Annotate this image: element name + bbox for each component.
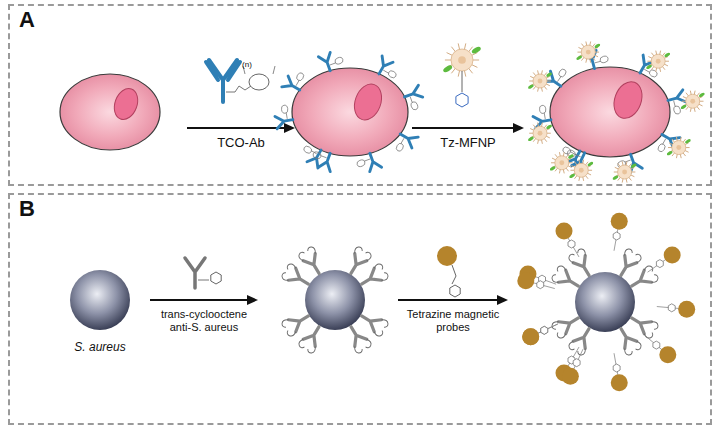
- tetrazine-ring: [568, 240, 575, 248]
- arrow-label: S. aureus: [55, 340, 145, 354]
- cell: [550, 67, 670, 157]
- figure: [60, 42, 705, 392]
- magnetic-probe: [556, 222, 573, 239]
- bacterium: [575, 272, 635, 332]
- magnetic-probe: [611, 213, 628, 230]
- antibody: [627, 311, 659, 340]
- antibody: [273, 104, 294, 129]
- tetrazine-ring: [541, 326, 548, 334]
- nucleus: [609, 78, 647, 123]
- tetrazine-ring: [456, 93, 468, 107]
- antibody: [627, 265, 659, 294]
- antibody: [344, 322, 373, 354]
- nanoparticle: [527, 123, 552, 144]
- nanoparticle: [680, 91, 705, 112]
- arrow: [150, 295, 258, 305]
- magnetic-probe: [678, 301, 695, 318]
- magnetic-probe: [517, 272, 534, 289]
- arrow-label: trans-cyclooctene anti-S. aureus: [152, 308, 256, 334]
- antibody: [355, 151, 382, 175]
- antibody: [298, 246, 327, 278]
- tetrazine-ring: [541, 326, 548, 334]
- nanoparticle: [549, 152, 574, 173]
- antibody: [614, 324, 643, 356]
- tco-antibody-icon: [206, 60, 275, 102]
- arrow: [412, 123, 524, 133]
- cell: [292, 68, 408, 156]
- magnetic-probe: [664, 246, 681, 263]
- antibody: [357, 309, 389, 338]
- tetrazine-ring: [656, 260, 663, 268]
- tetrazine-ring: [450, 285, 460, 297]
- tetrazine-ring: [613, 364, 620, 372]
- antibody: [310, 148, 337, 172]
- antibody: [281, 309, 313, 338]
- arrow-label: Tz-MFNP: [418, 135, 518, 151]
- arrow-label: (n): [235, 60, 259, 70]
- tco-antibody-icon: [185, 258, 221, 288]
- tetrazine-ring: [668, 304, 675, 312]
- antibody: [614, 248, 643, 280]
- arrow-label: Tetrazine magnetic probes: [403, 308, 503, 334]
- bacterium: [305, 270, 365, 330]
- panel-frame: A: [8, 4, 712, 186]
- nanoparticle: [666, 137, 691, 158]
- antibody: [298, 322, 327, 354]
- tetrazine-ring: [537, 281, 544, 289]
- antibody: [666, 90, 688, 116]
- antibody: [551, 265, 583, 294]
- panel-frame: B: [8, 193, 712, 425]
- nanoparticle: [646, 51, 671, 72]
- antibody: [568, 248, 597, 280]
- nucleus: [350, 80, 387, 123]
- bacterium: [70, 270, 130, 330]
- magnetic-probe: [522, 328, 539, 345]
- linker: [462, 71, 463, 92]
- panel-letter: B: [19, 198, 35, 220]
- magnetic-probe: [611, 374, 628, 391]
- nanoparticle: [612, 161, 637, 182]
- antibody: [374, 56, 402, 82]
- cell: [60, 74, 160, 150]
- nanoparticle: [527, 70, 552, 91]
- magnetic-probe: [562, 368, 579, 385]
- panel-letter: A: [19, 9, 35, 31]
- nucleus: [110, 85, 142, 123]
- antibody: [357, 263, 389, 292]
- magnetic-probe: [437, 246, 457, 266]
- tetrazine-ring: [653, 341, 660, 349]
- linker: [452, 265, 456, 284]
- nanoparticle: [576, 42, 601, 63]
- antibody: [344, 246, 373, 278]
- antibody: [392, 129, 418, 157]
- antibody: [282, 68, 308, 96]
- antibody: [318, 49, 345, 73]
- tetrazine-ring: [573, 359, 580, 367]
- magnetic-probe: [522, 328, 539, 345]
- antibody: [402, 85, 426, 112]
- tetrazine-ring: [613, 232, 620, 240]
- arrow: [398, 295, 508, 305]
- antibody: [281, 263, 313, 292]
- magnetic-probe: [659, 346, 676, 363]
- arrow-label: TCO-Ab: [196, 135, 286, 151]
